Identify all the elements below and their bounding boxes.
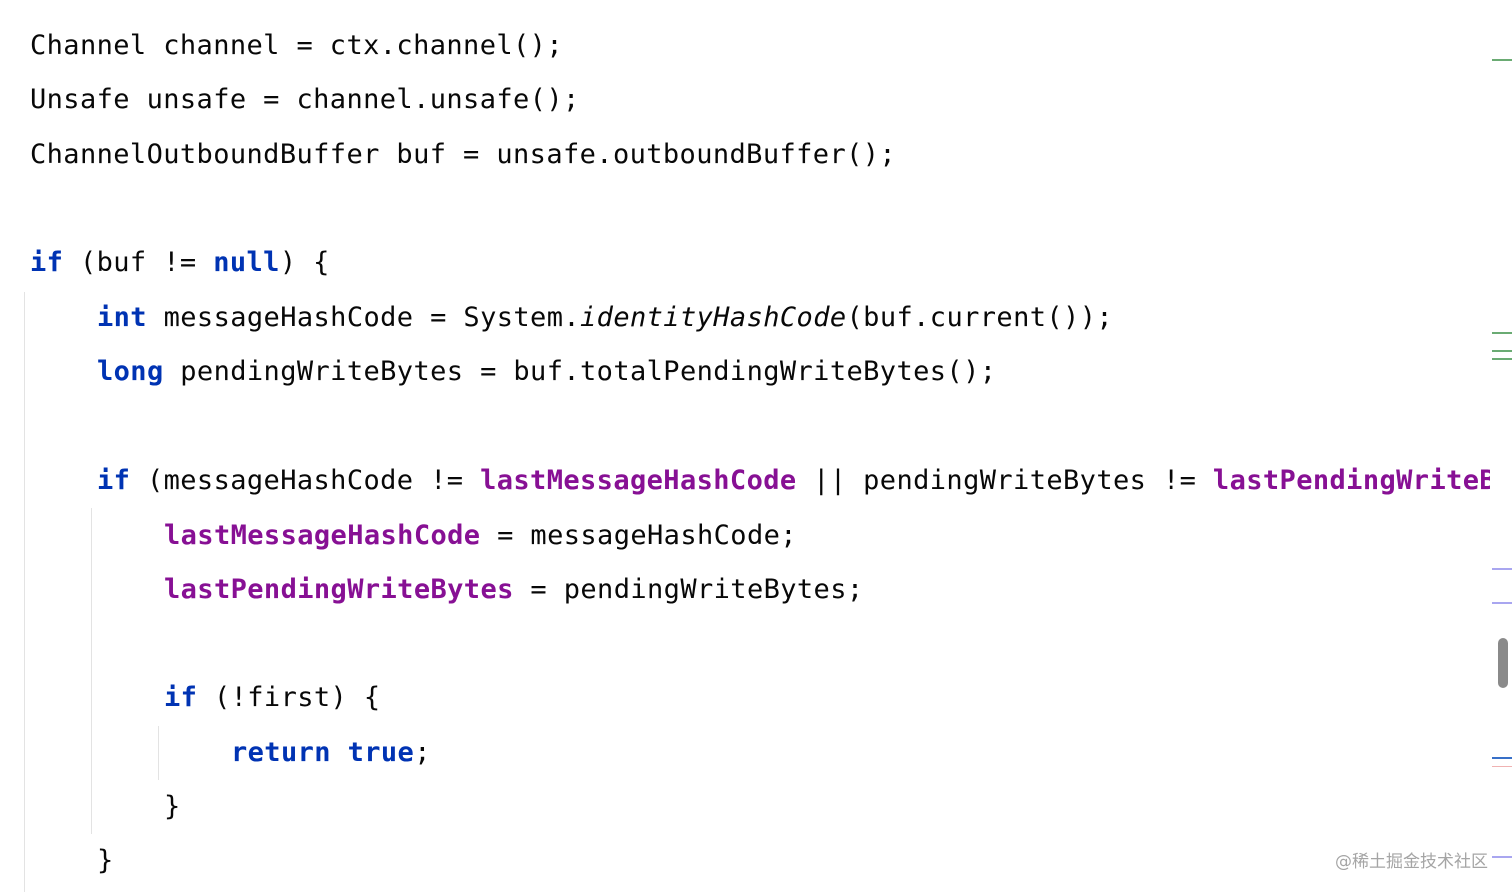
scrollbar-gutter[interactable] — [1490, 0, 1512, 894]
closing-brace: } — [97, 845, 114, 876]
keyword-true: true — [347, 737, 415, 768]
watermark: @稀土掘金技术社区 — [1335, 852, 1488, 872]
indent-guide — [91, 508, 92, 834]
field-reference: lastPendingWriteBy — [1212, 465, 1490, 496]
code-line-9[interactable]: if (messageHashCode != lastMessageHashCo… — [97, 454, 1490, 508]
statement-text: (buf.current()); — [846, 302, 1114, 333]
keyword-null: null — [213, 247, 280, 278]
whitespace — [331, 737, 348, 768]
field-reference: lastMessageHashCode — [164, 520, 481, 551]
statement-text: buf = unsafe.outboundBuffer(); — [379, 139, 897, 170]
static-method-name: identityHashCode — [580, 302, 847, 333]
brace-text: ) { — [279, 247, 330, 278]
keyword-if: if — [30, 247, 64, 278]
keyword-if: if — [97, 465, 131, 496]
type-name: Unsafe — [30, 84, 130, 115]
statement-text: messageHashCode = System. — [146, 302, 581, 333]
code-line-5[interactable]: if (buf != null) { — [30, 236, 330, 290]
condition-text: (messageHashCode != — [130, 465, 481, 496]
scrollbar-thumb[interactable] — [1498, 638, 1508, 688]
change-marker-added[interactable] — [1492, 59, 1512, 61]
code-line-13[interactable]: if (!first) { — [164, 671, 381, 725]
statement-text: ; — [414, 737, 431, 768]
change-marker-modified[interactable] — [1492, 856, 1512, 858]
keyword-return: return — [231, 737, 331, 768]
keyword-long: long — [97, 356, 164, 387]
statement-text: = pendingWriteBytes; — [513, 574, 864, 605]
change-marker-modified[interactable] — [1492, 568, 1512, 570]
condition-text: || pendingWriteBytes != — [796, 465, 1213, 496]
change-marker-added[interactable] — [1492, 350, 1512, 352]
statement-text: unsafe = channel.unsafe(); — [129, 84, 580, 115]
field-reference: lastMessageHashCode — [480, 465, 797, 496]
change-marker-modified[interactable] — [1492, 602, 1512, 604]
statement-text: channel = ctx.channel(); — [146, 30, 563, 61]
keyword-int: int — [97, 302, 147, 333]
error-marker[interactable] — [1492, 757, 1512, 759]
code-line-14[interactable]: return true; — [231, 726, 431, 780]
keyword-if: if — [164, 682, 198, 713]
code-line-7[interactable]: long pendingWriteBytes = buf.totalPendin… — [97, 345, 996, 399]
code-line-15[interactable]: } — [164, 780, 181, 834]
field-reference: lastPendingWriteBytes — [164, 574, 514, 605]
type-name: ChannelOutboundBuffer — [30, 139, 380, 170]
code-line-3[interactable]: ChannelOutboundBuffer buf = unsafe.outbo… — [30, 128, 896, 182]
code-line-10[interactable]: lastMessageHashCode = messageHashCode; — [164, 509, 797, 563]
code-line-16[interactable]: } — [97, 834, 114, 888]
code-line-6[interactable]: int messageHashCode = System.identityHas… — [97, 291, 1113, 345]
indent-guide — [24, 292, 25, 892]
code-line-2[interactable]: Unsafe unsafe = channel.unsafe(); — [30, 73, 580, 127]
change-marker-added[interactable] — [1492, 332, 1512, 334]
code-line-11[interactable]: lastPendingWriteBytes = pendingWriteByte… — [164, 563, 864, 617]
statement-text: pendingWriteBytes = buf.totalPendingWrit… — [163, 356, 997, 387]
closing-brace: } — [164, 791, 181, 822]
type-name: Channel — [30, 30, 147, 61]
indent-guide — [158, 726, 159, 780]
condition-text: (!first) { — [197, 682, 381, 713]
change-marker-added[interactable] — [1492, 358, 1512, 360]
warning-marker[interactable] — [1492, 766, 1512, 767]
statement-text: = messageHashCode; — [480, 520, 797, 551]
code-line-1[interactable]: Channel channel = ctx.channel(); — [30, 19, 563, 73]
condition-text: (buf != — [63, 247, 214, 278]
